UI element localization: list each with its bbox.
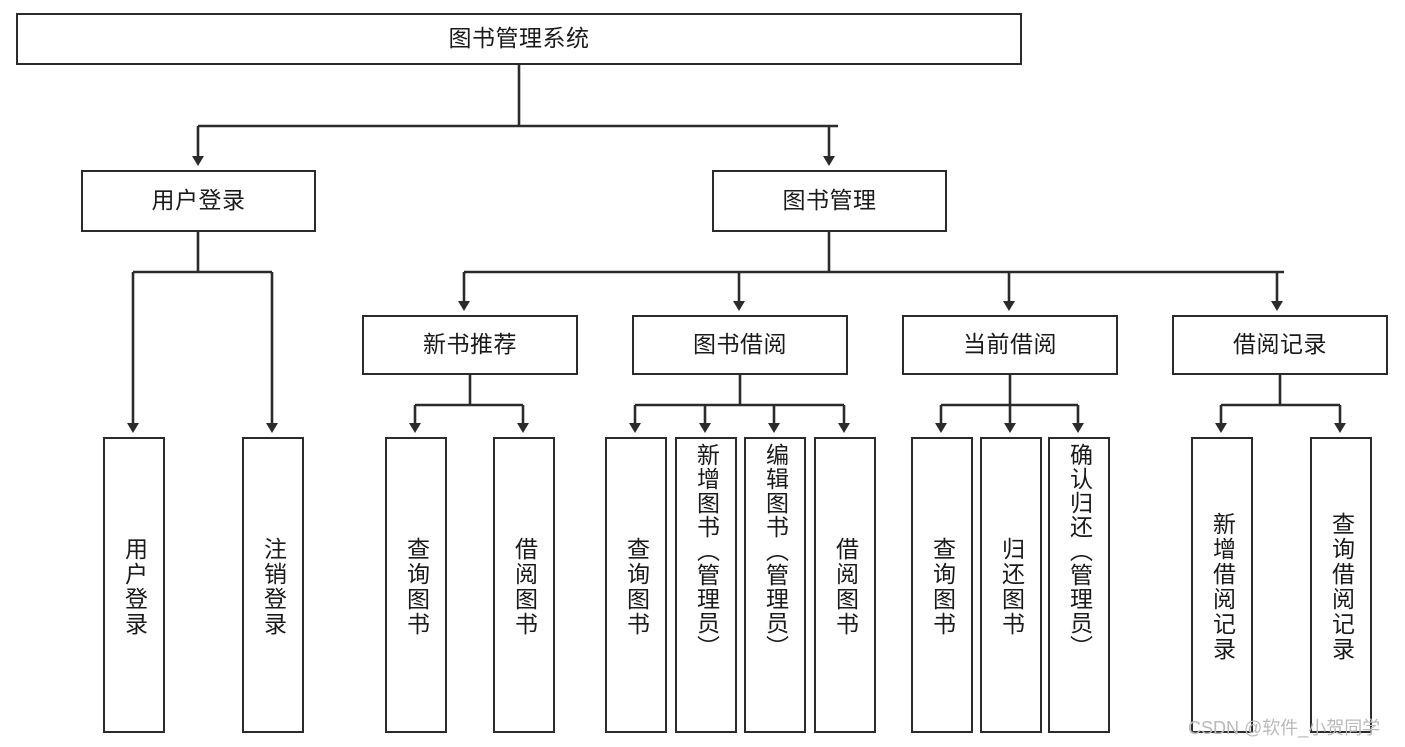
node-label: 查询借阅记录 <box>1328 512 1355 662</box>
node-label: 图书借阅 <box>693 331 787 358</box>
node-label: 新增图书（管理员） <box>693 443 720 659</box>
edges-book-mgmt-to-level3 <box>458 232 1284 311</box>
node-label: 用户登录 <box>151 187 246 214</box>
edges-root-to-level2 <box>192 65 838 166</box>
node-label: 查询图书 <box>929 537 956 637</box>
node-label: 用户登录 <box>121 537 148 637</box>
node-label: 查询图书 <box>623 537 650 637</box>
node-leaf-logout[interactable]: 注销登录 <box>242 437 304 733</box>
node-root-book-management-system[interactable]: 图书管理系统 <box>16 13 1022 65</box>
node-current-borrowing[interactable]: 当前借阅 <box>902 315 1118 375</box>
watermark-text: CSDN @软件_小贺同学 <box>1188 718 1381 738</box>
node-leaf-add-book-admin[interactable]: 新增图书（管理员） <box>675 437 737 733</box>
node-leaf-add-borrow-record[interactable]: 新增借阅记录 <box>1191 437 1253 733</box>
node-leaf-query-book-recommend[interactable]: 查询图书 <box>385 437 447 733</box>
node-label: 借阅图书 <box>832 537 859 637</box>
node-label: 图书管理 <box>782 187 877 214</box>
node-label: 借阅图书 <box>511 537 538 637</box>
node-leaf-edit-book-admin[interactable]: 编辑图书（管理员） <box>744 437 806 733</box>
node-label: 确认归还（管理员） <box>1066 443 1093 659</box>
node-label: 借阅记录 <box>1233 331 1327 358</box>
node-leaf-query-book-current[interactable]: 查询图书 <box>911 437 973 733</box>
node-leaf-user-login[interactable]: 用户登录 <box>103 437 165 733</box>
node-leaf-confirm-return-admin[interactable]: 确认归还（管理员） <box>1048 437 1110 733</box>
node-label: 查询图书 <box>403 537 430 637</box>
node-label: 新增借阅记录 <box>1209 512 1236 662</box>
node-user-login[interactable]: 用户登录 <box>81 170 316 232</box>
edges-current-borrow-to-leaves <box>935 375 1084 433</box>
node-leaf-borrow-book[interactable]: 借阅图书 <box>814 437 876 733</box>
edges-new-book-to-leaves <box>409 375 529 433</box>
node-leaf-query-borrow-record[interactable]: 查询借阅记录 <box>1310 437 1372 733</box>
node-label: 新书推荐 <box>423 331 517 358</box>
edges-user-login-to-leaves <box>127 232 278 433</box>
node-book-borrowing[interactable]: 图书借阅 <box>632 315 848 375</box>
node-leaf-query-book-borrow[interactable]: 查询图书 <box>605 437 667 733</box>
node-book-management[interactable]: 图书管理 <box>712 170 947 232</box>
node-label: 当前借阅 <box>963 331 1057 358</box>
node-borrowing-records[interactable]: 借阅记录 <box>1172 315 1388 375</box>
node-label: 编辑图书（管理员） <box>762 443 789 659</box>
node-label: 归还图书 <box>998 537 1025 637</box>
node-leaf-return-book[interactable]: 归还图书 <box>980 437 1042 733</box>
node-leaf-borrow-book-recommend[interactable]: 借阅图书 <box>493 437 555 733</box>
node-new-book-recommendation[interactable]: 新书推荐 <box>362 315 578 375</box>
edges-records-to-leaves <box>1215 375 1346 433</box>
edges-borrow-to-leaves <box>629 375 850 433</box>
node-label: 注销登录 <box>260 537 287 637</box>
node-label: 图书管理系统 <box>448 25 590 52</box>
